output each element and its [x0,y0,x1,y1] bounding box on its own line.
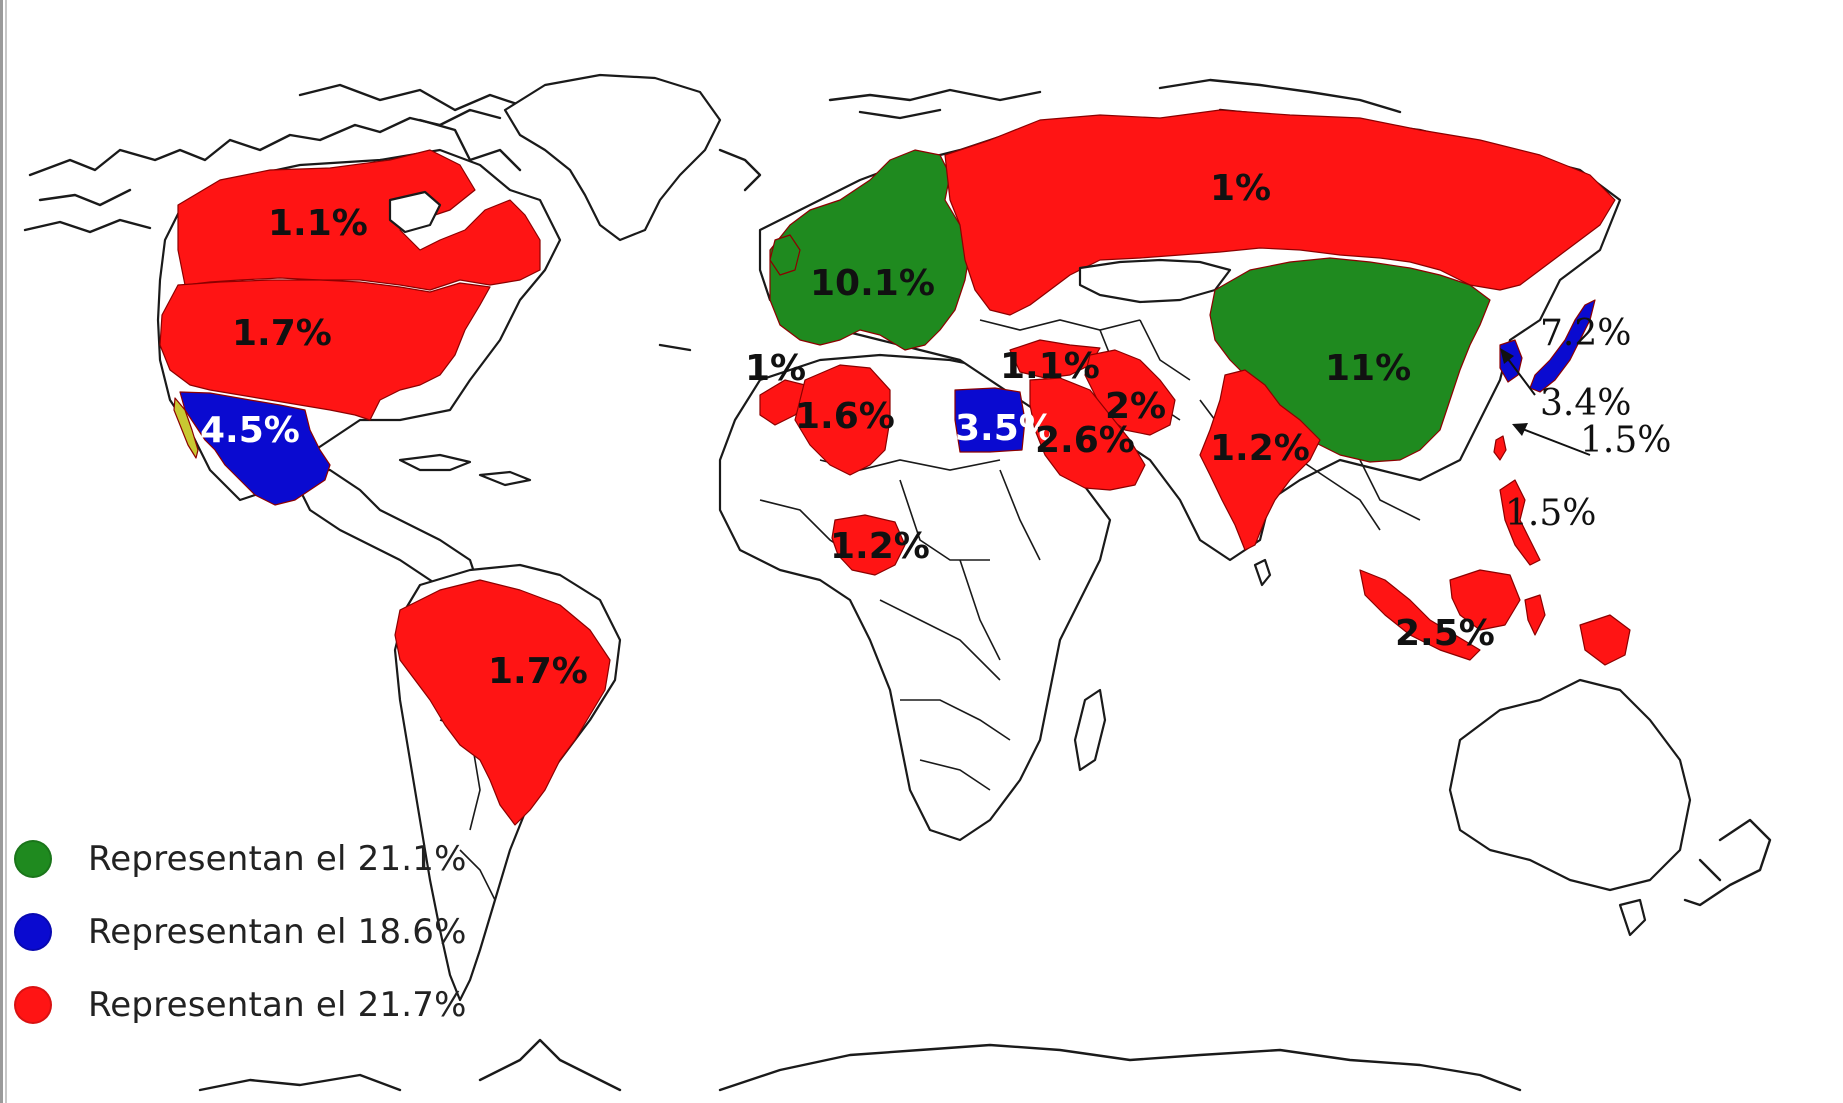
region-egypt [954,387,1026,453]
percent-labels: 1.1% 1.7% 4.5% 1.7% 10.1% 1% 11% 7.2% 3.… [200,168,1671,692]
label-algeria: 1.6% [795,396,895,437]
legend-dot-blue [14,912,52,951]
region-indonesia [1359,569,1481,661]
legend-label-red: Representan el 21.7% [88,984,467,1025]
label-brazil: 1.7% [488,651,588,692]
legend-item-green: Representan el 21.1% [14,822,467,895]
label-nigeria: 1.2% [830,526,930,567]
region-russia [944,109,1616,316]
label-iran: 2% [1105,386,1166,427]
region-canada [177,149,541,291]
region-usa [159,279,491,421]
region-baja [173,397,199,459]
region-saudi [1029,377,1146,491]
legend-dot-green [14,839,52,878]
label-japan: 7.2% [1540,313,1631,354]
arctic-coastlines [23,73,1402,242]
label-canada: 1.1% [268,203,368,244]
legend-item-red: Representan el 21.7% [14,968,467,1041]
region-uk [769,234,801,276]
label-morocco: 1% [745,348,806,389]
region-mexico [179,391,331,506]
region-borneo [1449,569,1521,631]
label-korea: 3.4% [1540,383,1631,424]
region-brazil [394,579,611,826]
australia [1448,678,1692,892]
region-europe [769,149,971,351]
oceania [1448,678,1772,937]
label-europe: 10.1% [810,263,935,304]
legend: Representan el 21.1% Representan el 18.6… [14,822,467,1041]
window-edge [0,0,9,1103]
region-nigeria [831,514,906,576]
legend-label-blue: Representan el 18.6% [88,911,467,952]
callout-arrows [1500,348,1591,456]
hudson-bay [388,190,442,234]
antarctica [198,1038,1522,1092]
label-russia: 1% [1210,168,1271,209]
label-mexico: 4.5% [200,410,300,451]
label-china: 11% [1325,348,1411,389]
region-japan [1529,299,1596,393]
label-indonesia: 2.5% [1395,613,1495,654]
greenland [503,73,722,242]
region-sulawesi [1524,594,1546,636]
region-india [1199,369,1321,551]
legend-item-blue: Representan el 18.6% [14,895,467,968]
label-taiwan: 1.5% [1580,420,1671,461]
region-philippines [1499,479,1541,566]
label-usa: 1.7% [232,313,332,354]
region-new-guinea [1579,614,1631,666]
label-egypt: 3.5% [955,408,1055,449]
label-turkey: 1.1% [1000,346,1100,387]
legend-label-green: Representan el 21.1% [88,838,467,879]
region-algeria [794,364,891,476]
region-taiwan [1493,435,1507,461]
label-saudi: 2.6% [1035,420,1135,461]
label-philippines: 1.5% [1505,493,1596,534]
legend-dot-red [14,985,52,1024]
label-india: 1.2% [1210,428,1310,469]
